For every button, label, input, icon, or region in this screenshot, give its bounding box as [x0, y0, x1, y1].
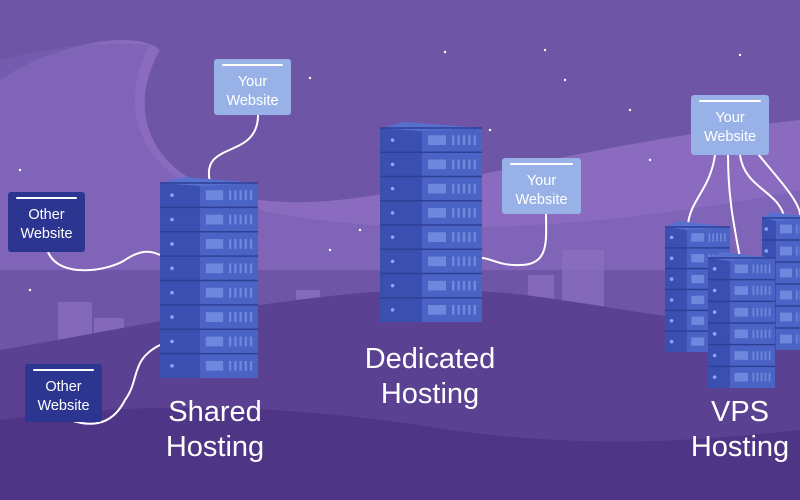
- server-led: [390, 138, 395, 142]
- star: [358, 228, 362, 232]
- server-led: [712, 310, 717, 314]
- server-slot: [205, 190, 224, 201]
- server-slot: [691, 254, 705, 263]
- star: [488, 128, 492, 132]
- server-slot: [691, 316, 705, 325]
- server-slot: [205, 263, 224, 274]
- server-slot: [780, 312, 792, 322]
- star: [308, 76, 312, 80]
- server-slot: [734, 286, 748, 295]
- server-slot: [734, 351, 748, 360]
- server-led: [170, 339, 174, 344]
- server-led: [170, 364, 174, 368]
- vps-hosting-caption: VPS Hosting: [690, 396, 790, 463]
- server-slot: [205, 287, 224, 298]
- server-led: [669, 298, 674, 302]
- server-slot: [428, 159, 446, 170]
- stars: [18, 48, 742, 292]
- dedicated-your-website-box: Your Website: [502, 158, 581, 214]
- server-slot: [691, 295, 705, 305]
- star: [18, 168, 22, 172]
- server-led: [712, 332, 717, 336]
- server-slot: [428, 305, 446, 315]
- server-led: [390, 259, 395, 264]
- server-led: [669, 339, 674, 344]
- star: [543, 48, 547, 52]
- server-slot: [205, 360, 224, 371]
- ground: [0, 407, 800, 500]
- server-slot: [780, 334, 792, 344]
- server-slot: [205, 336, 224, 347]
- other-website-box-1: Other Website: [8, 192, 85, 252]
- server-slot: [780, 290, 792, 300]
- server-led: [390, 186, 395, 191]
- server-slot: [734, 372, 748, 382]
- server-led: [170, 193, 174, 197]
- connection-lines: [47, 114, 800, 425]
- server-slot: [428, 208, 446, 218]
- server-led: [712, 267, 717, 271]
- server-led: [170, 217, 174, 222]
- server-slot: [734, 329, 748, 339]
- server-led: [712, 353, 717, 358]
- server-led: [712, 375, 717, 379]
- label: Your Website: [226, 74, 279, 109]
- server-led: [764, 227, 768, 231]
- vps-your-website-box: Your Website: [691, 95, 769, 155]
- shared-server: [160, 177, 258, 378]
- label: Your Website: [703, 110, 757, 145]
- dedicated-server: [380, 122, 482, 322]
- server-led: [170, 266, 174, 271]
- star: [328, 248, 332, 252]
- server-slot: [691, 337, 705, 346]
- star: [443, 50, 447, 54]
- server-slot: [780, 224, 792, 234]
- server-slot: [428, 232, 446, 242]
- server-slot: [205, 312, 224, 322]
- server-slot: [205, 214, 224, 225]
- server-slot: [205, 239, 224, 249]
- shared-hosting-caption: Shared Hosting: [165, 396, 265, 463]
- server-led: [669, 235, 674, 240]
- star: [28, 288, 32, 292]
- other-website-box-2: Other Website: [25, 364, 102, 422]
- server-led: [669, 277, 674, 281]
- server-slot: [734, 307, 748, 317]
- server-slot: [780, 246, 792, 256]
- star: [563, 78, 567, 82]
- vps-server-2: [708, 252, 775, 388]
- server-slot: [691, 233, 705, 242]
- server-led: [390, 162, 395, 167]
- server-slot: [428, 280, 446, 291]
- server-slot: [734, 264, 748, 274]
- servers: [160, 122, 800, 388]
- server-led: [669, 318, 674, 323]
- server-slot: [780, 268, 792, 278]
- server-led: [170, 290, 174, 295]
- label: Other Website: [20, 207, 73, 242]
- server-slot: [428, 256, 446, 267]
- server-slot: [428, 135, 446, 145]
- server-slot: [428, 183, 446, 194]
- server-led: [712, 288, 717, 293]
- server-led: [390, 211, 395, 215]
- label: Your Website: [515, 173, 568, 208]
- server-led: [669, 256, 674, 261]
- server-led: [764, 249, 768, 253]
- star: [628, 108, 632, 112]
- label: Other Website: [37, 379, 90, 414]
- shared-your-website-box: Your Website: [214, 59, 291, 115]
- server-led: [170, 315, 174, 319]
- server-slot: [691, 274, 705, 284]
- star: [648, 158, 652, 162]
- server-led: [170, 242, 174, 246]
- server-led: [390, 235, 395, 239]
- server-led: [390, 283, 395, 288]
- server-led: [390, 308, 395, 312]
- star: [738, 53, 742, 57]
- dedicated-hosting-caption: Dedicated Hosting: [364, 343, 496, 410]
